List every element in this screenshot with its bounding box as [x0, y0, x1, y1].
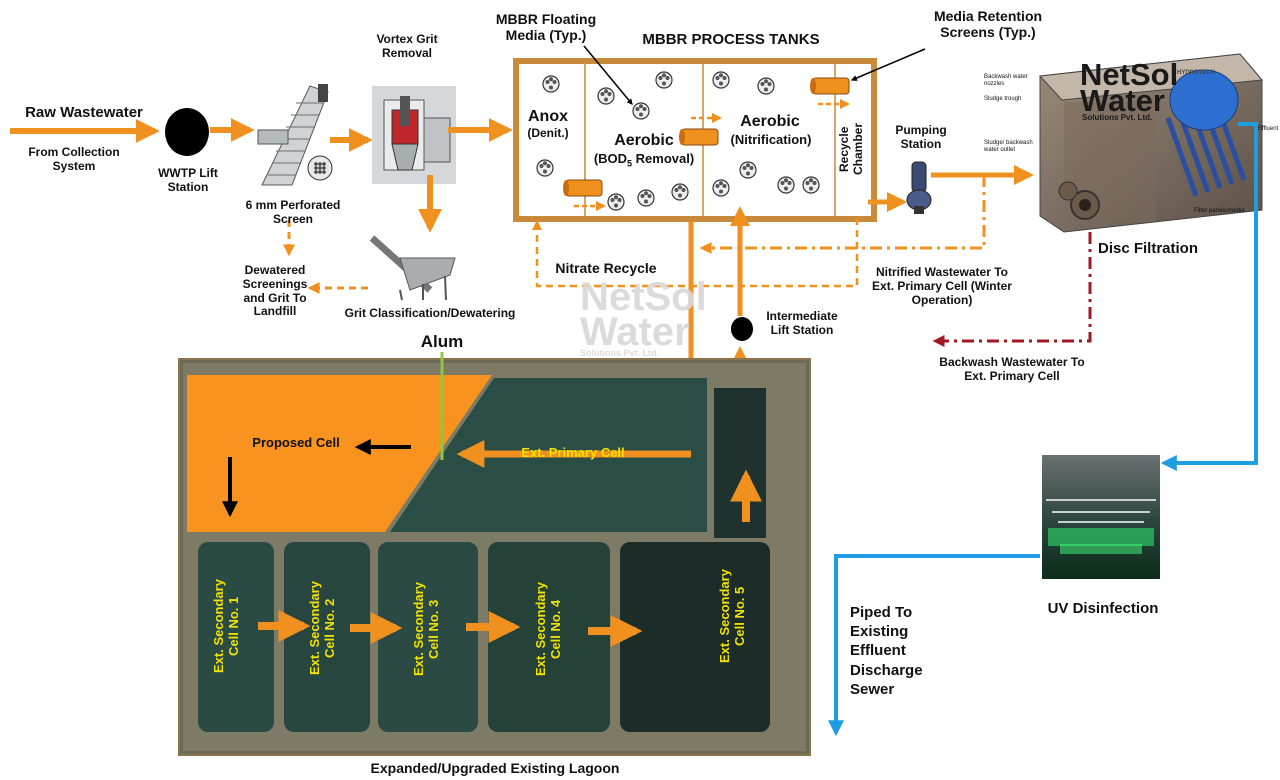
bod-prefix-text: (BOD	[593, 151, 628, 166]
callout-filter-panels: Filter panels/media	[1194, 208, 1245, 214]
bod-sub-text: 5	[627, 158, 633, 169]
raw-wastewater-label: Raw Wastewater	[25, 104, 143, 121]
sec-cell-2-label: Ext. Secondary Cell No. 2	[307, 581, 337, 675]
media-retention-screen-1	[562, 179, 603, 197]
watermark-top: NetSol Water Solutions Pvt. Ltd.	[1080, 59, 1178, 122]
pumping-station-label: Pumping Station	[895, 123, 947, 151]
bod-suffix-text: Removal)	[632, 151, 695, 166]
watermark-top-line2: Water	[1080, 83, 1165, 119]
callout-sludge-outlet: Sludge/ backwash water outlet	[984, 140, 1033, 153]
sec-cell-4-label: Ext. Secondary Cell No. 4	[533, 582, 563, 676]
proposed-cell-label: Proposed Cell	[252, 435, 340, 450]
grit-classification-label: Grit Classification/Dewatering	[344, 306, 516, 320]
proposed-cell	[187, 375, 492, 532]
winter-operation-line	[699, 175, 986, 254]
retention-pointer-line	[850, 48, 926, 81]
wwtp-lift-station	[165, 108, 209, 156]
perforated-screen-label: 6 mm Perforated Screen	[245, 198, 341, 226]
sec-cell-4-area	[488, 542, 610, 732]
wwtp-lift-label: WWTP Lift Station	[158, 166, 218, 194]
recycle-chamber-label: Recycle Chamber	[837, 123, 865, 176]
media-retention-label: Media Retention Screens (Typ.)	[933, 8, 1043, 41]
sec-cell-2-area	[284, 542, 370, 732]
from-collection-label: From Collection System	[28, 145, 120, 173]
filter-brand-text: HYDROTECH	[1176, 70, 1215, 76]
dewatered-label: Dewatered Screenings and Grit To Landfil…	[242, 263, 308, 319]
nitrified-label: Nitrified Wastewater To Ext. Primary Cel…	[872, 265, 1012, 307]
uv-to-sewer-line	[828, 554, 1040, 737]
media-retention-screen-3	[809, 77, 850, 95]
nitrification-label: (Nitrification)	[730, 132, 812, 147]
callout-sludge-trough: Sludge trough	[984, 96, 1022, 102]
nitrate-recycle-label: Nitrate Recycle	[555, 260, 657, 276]
backwash-label: Backwash Wastewater To Ext. Primary Cell	[939, 355, 1085, 383]
uv-disinfection-unit	[1042, 455, 1160, 579]
pumping-station-pump	[906, 161, 932, 214]
media-pointer-line	[583, 45, 633, 105]
intermediate-lift-station	[731, 317, 753, 341]
piped-to-sewer-label: Piped To Existing Effluent Discharge Sew…	[850, 604, 923, 698]
nitrate-recycle-line	[532, 218, 859, 288]
aerobic2-label: Aerobic	[740, 113, 800, 130]
callout-effluent: Effluent	[1258, 126, 1279, 132]
disc-filter-unit	[1038, 53, 1263, 233]
intermediate-lift-label: Intermediate Lift Station	[766, 309, 838, 337]
cell5-upper-channel	[714, 388, 766, 538]
disc-filtration-label: Disc Filtration	[1097, 240, 1198, 257]
watermark-top-line1: NetSol	[1080, 57, 1179, 92]
denit-label: (Denit.)	[527, 126, 569, 140]
watermark-center-line1: NetSol	[580, 275, 707, 319]
watermark-center-line2: Water	[580, 310, 690, 355]
sec-cell-3-area	[378, 542, 478, 732]
bod-removal-label: (BOD5 Removal)	[588, 151, 700, 169]
callout-backwash-nozzles: Backwash water nozzles	[984, 74, 1028, 87]
watermark-top-tagline: Solutions Pvt. Ltd.	[1082, 112, 1153, 122]
backwash-line	[932, 232, 1092, 347]
mbbr-media-label: MBBR Floating Media (Typ.)	[495, 11, 597, 44]
vortex-grit-equipment	[372, 86, 456, 184]
perforated-screen-equipment	[257, 84, 333, 186]
ext-primary-label: Ext. Primary Cell	[521, 445, 625, 460]
vortex-grit-label: Vortex Grit Removal	[376, 32, 438, 60]
uv-disinfection-label: UV Disinfection	[1047, 600, 1159, 617]
sec-cell-5-area	[620, 542, 770, 732]
grit-classifier-equipment	[369, 235, 456, 301]
aerobic1-label: Aerobic	[614, 132, 674, 149]
watermark-center-tagline: Solutions Pvt. Ltd.	[580, 348, 659, 359]
watermark-center: NetSol Water Solutions Pvt. Ltd.	[580, 277, 707, 359]
anox-label: Anox	[528, 108, 568, 125]
media-retention-screen-2	[678, 128, 719, 146]
mbbr-tanks-title: MBBR PROCESS TANKS	[642, 31, 820, 48]
sec-cell-1-area	[198, 542, 274, 732]
effluent-to-uv-line	[1160, 122, 1258, 471]
sec-cell-5-label: Ext. Secondary Cell No. 5	[717, 569, 747, 663]
alum-label: Alum	[420, 332, 464, 351]
sec-cell-1-label: Ext. Secondary Cell No. 1	[211, 579, 241, 673]
lagoon-label: Expanded/Upgraded Existing Lagoon	[370, 760, 620, 776]
sec-cell-3-label: Ext. Secondary Cell No. 3	[411, 582, 441, 676]
